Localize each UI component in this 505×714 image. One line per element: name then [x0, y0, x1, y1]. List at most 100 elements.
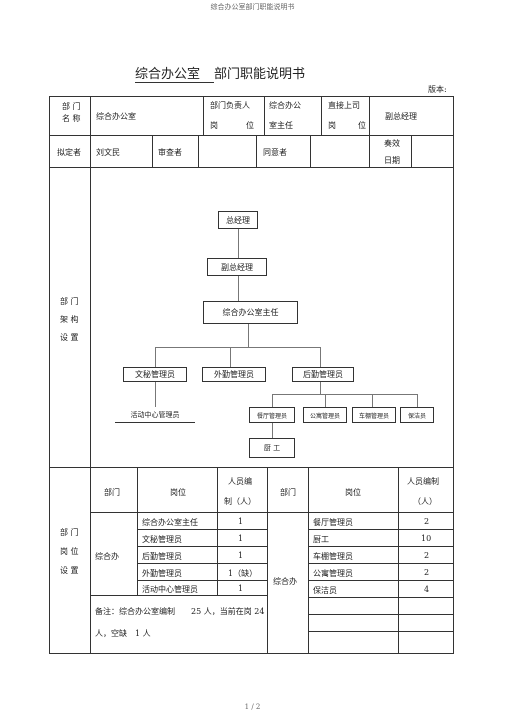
left-quota-3: 1（缺） [228, 569, 258, 578]
head-value-2: 室主任 [269, 121, 293, 130]
header-row-divider [49, 135, 454, 136]
staffing-row-line [308, 631, 454, 632]
right-post-2: 车棚管理员 [313, 552, 353, 561]
org-label-divider [90, 167, 91, 467]
row2-divider [152, 135, 153, 167]
connector-to-logistics [320, 347, 321, 367]
right-post-3: 公寓管理员 [313, 569, 353, 578]
drafter-label: 拟定者 [57, 148, 81, 157]
staffing-row-line [308, 563, 454, 564]
staffing-row-line [137, 529, 267, 530]
doc-title-dept: 综合办公室 [135, 67, 215, 83]
connector-director-bus [248, 324, 249, 348]
col-dept: 部门 [104, 488, 120, 497]
dept-name-value: 综合办公室 [96, 112, 136, 121]
left-quota-4: 1 [238, 584, 244, 593]
running-header: 综合办公室部门职能说明书 [210, 3, 295, 11]
row1-divider [203, 96, 204, 135]
connector-logistics-bus [320, 382, 321, 394]
org-node-cleaner: 保洁员 [400, 407, 434, 423]
staffing-divider [308, 467, 309, 653]
staffing-row-line [308, 597, 454, 598]
doc-title: 综合办公室部门职能说明书 [135, 63, 305, 83]
row2-divider [369, 135, 370, 167]
staffing-label-2: 岗 位 [60, 547, 79, 556]
table-right-border [453, 96, 454, 467]
org-node-canteen-admin: 餐厅管理员 [249, 407, 295, 423]
version-label: 版本: [428, 85, 447, 94]
org-node-garage-admin: 车棚管理员 [352, 407, 396, 423]
col-quota-1: 人员编 [228, 477, 252, 486]
staffing-note-line-2: 人，空缺 1 人 [95, 629, 151, 638]
head-label-1: 部门负责人 [210, 101, 250, 110]
left-post-2: 后勤管理员 [142, 552, 182, 561]
connector-secretary-activity [155, 382, 156, 407]
right-quota-1: 10 [421, 534, 432, 543]
col-quota-2: 制（人） [224, 497, 256, 506]
row2-divider [256, 135, 257, 167]
connector-to-canteen [272, 394, 273, 407]
head-label-2b: 位 [246, 121, 254, 130]
connector-to-cleaner [417, 394, 418, 407]
staffing-label-3: 设 置 [60, 566, 79, 575]
approver-label: 同意者 [263, 148, 287, 157]
col-quota-right-1: 人员编制 [407, 477, 439, 486]
right-quota-0: 2 [424, 517, 430, 526]
staffing-row-line [137, 563, 267, 564]
org-node-apartment-admin: 公寓管理员 [303, 407, 347, 423]
left-quota-0: 1 [238, 517, 244, 526]
drafter-value: 刘文民 [96, 148, 120, 157]
connector-to-field [230, 347, 231, 367]
col-post: 岗位 [170, 488, 186, 497]
org-node-deputy-gm: 副总经理 [207, 258, 267, 276]
effective-label-1: 奏效 [384, 139, 400, 148]
superior-label-1: 直接上司 [328, 101, 360, 110]
staffing-label-1: 部 门 [60, 528, 79, 537]
left-post-4: 活动中心管理员 [142, 585, 198, 594]
org-node-cook: 厨 工 [249, 438, 295, 458]
org-node-logistics-admin: 后勤管理员 [292, 367, 354, 382]
left-post-3: 外勤管理员 [142, 569, 182, 578]
staffing-header-border [90, 512, 454, 513]
connector-level4-bus [272, 394, 417, 395]
staffing-left-bottom [90, 595, 267, 596]
col-dept-right: 部门 [280, 488, 296, 497]
staffing-row-line [137, 546, 267, 547]
staffing-divider [267, 467, 268, 653]
right-quota-4: 4 [424, 585, 430, 594]
page-number: 1 / 2 [244, 703, 261, 711]
org-label-3: 设 置 [60, 333, 79, 342]
right-post-4: 保洁员 [313, 586, 337, 595]
row2-divider [198, 135, 199, 167]
reviewer-label: 审查者 [158, 148, 182, 157]
org-node-gm: 总经理 [218, 211, 258, 229]
right-post-0: 餐厅管理员 [313, 518, 353, 527]
staffing-note-line-1: 备注：综合办公室编制 25 人，当前在岗 24 [95, 607, 265, 616]
staffing-divider [398, 467, 399, 653]
row1-divider [90, 96, 91, 167]
right-dept: 综合办 [273, 577, 297, 586]
right-quota-3: 2 [424, 568, 430, 577]
connector-level3-bus [155, 347, 320, 348]
effective-label-2: 日期 [384, 156, 400, 165]
superior-value: 副总经理 [385, 112, 417, 121]
left-post-1: 文秘管理员 [142, 535, 182, 544]
left-post-0: 综合办公室主任 [142, 518, 198, 527]
staffing-bottom-border [49, 653, 454, 654]
connector-gm-deputy [238, 229, 239, 258]
col-quota-right-2: （人） [413, 497, 437, 506]
col-post-right: 岗位 [345, 488, 361, 497]
row1-divider [264, 96, 265, 135]
table-left-border [49, 96, 50, 653]
connector-to-garage [372, 394, 373, 407]
staffing-row-line [137, 580, 267, 581]
staffing-divider [90, 467, 91, 653]
connector-deputy-director [238, 276, 239, 301]
head-value-1: 综合办公 [269, 101, 301, 110]
org-label-2: 架 构 [60, 315, 79, 324]
dept-name-label-2: 名 称 [62, 114, 81, 123]
right-quota-2: 2 [424, 551, 430, 560]
staffing-row-line [308, 580, 454, 581]
staffing-row-line [308, 614, 454, 615]
staffing-row-line [308, 529, 454, 530]
